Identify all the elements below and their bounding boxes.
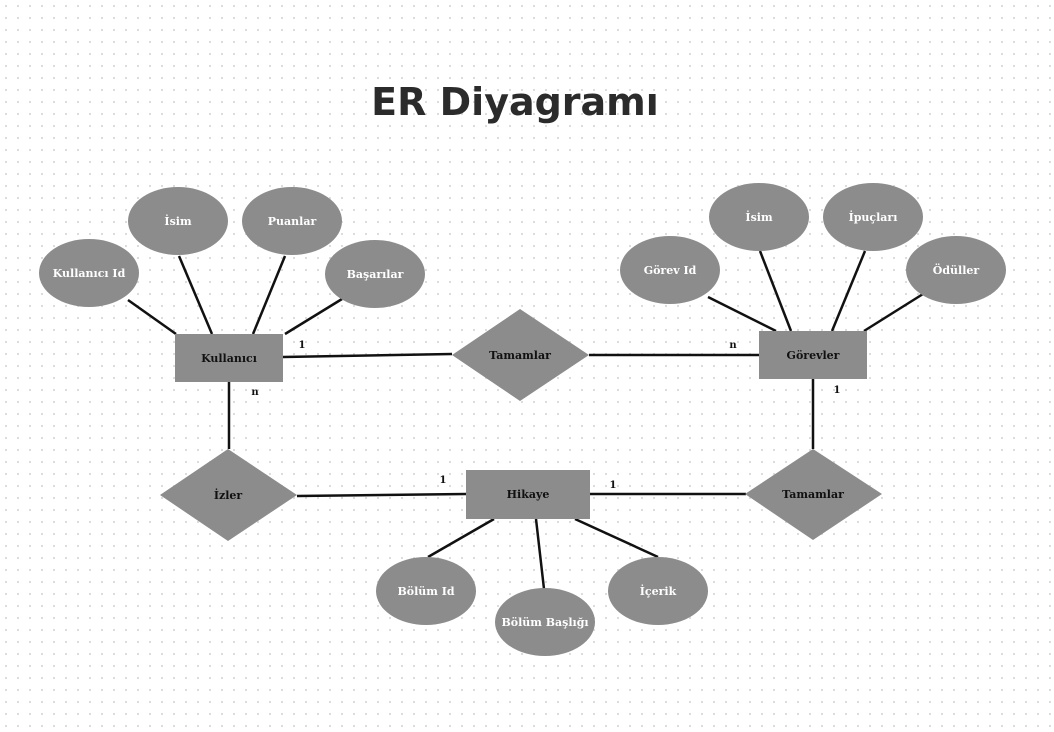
entity-gorevler[interactable]: Görevler [759, 331, 867, 379]
attribute-label: İsim [745, 210, 773, 224]
attribute-puanlar[interactable]: Puanlar [242, 187, 342, 255]
attribute-label: İsim [164, 214, 192, 228]
connector-kullanici-isim [177, 255, 214, 335]
attribute-icerik[interactable]: İçerik [608, 557, 708, 625]
entity-label: Kullanıcı [201, 352, 257, 365]
connector-basarilar [284, 297, 343, 336]
connector-gorev-id [707, 295, 777, 333]
cardinality-tamamlar-gorevler: n [729, 340, 737, 351]
cardinality-gorevler-tamamlar: 1 [834, 385, 841, 396]
relationship-tamamlar-bottom[interactable]: Tamamlar [745, 449, 882, 540]
diagram-title: ER Diyagramı [371, 80, 659, 124]
attribute-label: İçerik [640, 584, 677, 598]
attribute-kullanici-id[interactable]: Kullanıcı Id [39, 239, 139, 307]
entity-kullanici[interactable]: Kullanıcı [175, 334, 283, 382]
cardinality-izler-hikaye: 1 [440, 475, 447, 486]
connectors [127, 250, 924, 590]
attribute-basarilar[interactable]: Başarılar [325, 240, 425, 308]
attribute-bolum-id[interactable]: Bölüm Id [376, 557, 476, 625]
connector-ipuclari [830, 250, 867, 332]
attribute-oduller[interactable]: Ödüller [906, 236, 1006, 304]
attribute-label: Ödüller [933, 263, 980, 277]
relationship-label: Tamamlar [782, 488, 844, 501]
connector-oduller [863, 292, 924, 333]
attribute-gorev-isim[interactable]: İsim [709, 183, 809, 251]
attribute-label: Kullanıcı Id [53, 267, 126, 280]
entity-label: Hikaye [507, 488, 550, 501]
cardinality-kullanici-tamamlar: 1 [299, 340, 306, 351]
attribute-label: Görev Id [644, 264, 697, 277]
connector-izler-hikaye [296, 492, 467, 498]
entity-hikaye[interactable]: Hikaye [466, 470, 590, 519]
connector-puanlar [251, 255, 287, 335]
connector-gorev-isim [758, 250, 793, 332]
connector-icerik [574, 517, 659, 559]
relationship-izler[interactable]: İzler [160, 449, 297, 541]
cardinality-kullanici-izler: n [251, 387, 259, 398]
attribute-gorev-id[interactable]: Görev Id [620, 236, 720, 304]
relationship-label: Tamamlar [489, 349, 551, 362]
attribute-kullanici-isim[interactable]: İsim [128, 187, 228, 255]
attribute-label: Bölüm Id [397, 585, 454, 598]
relationship-tamamlar-top[interactable]: Tamamlar [452, 309, 589, 401]
entity-label: Görevler [787, 349, 840, 362]
connector-bolum-id [427, 517, 495, 559]
attribute-label: İpuçları [849, 210, 898, 224]
attribute-ipuclari[interactable]: İpuçları [823, 183, 923, 251]
attribute-bolum-basligi[interactable]: Bölüm Başlığı [495, 588, 595, 656]
relationship-label: İzler [214, 488, 243, 502]
connector-kullanici-id [127, 298, 177, 336]
connector-kullanici-tamamlar [282, 352, 453, 359]
cardinality-hikaye-tamamlar: 1 [610, 480, 617, 491]
connector-bolum-basligi [534, 518, 546, 590]
attribute-label: Puanlar [268, 215, 317, 228]
attribute-label: Başarılar [347, 268, 404, 281]
attribute-label: Bölüm Başlığı [501, 616, 588, 629]
